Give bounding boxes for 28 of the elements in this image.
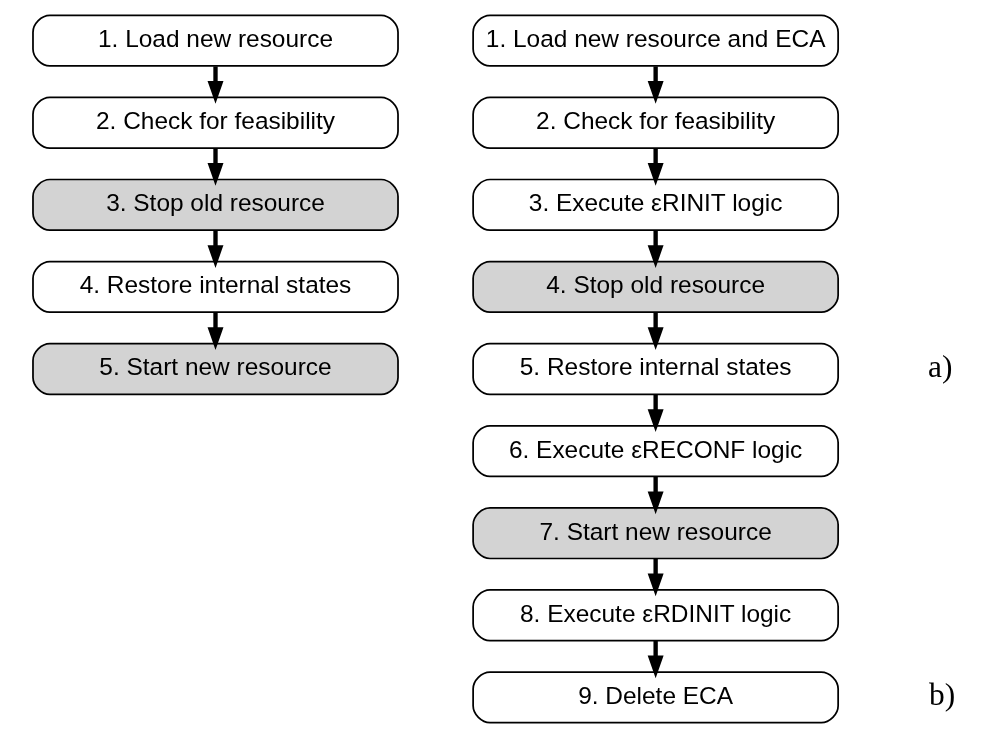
arrow — [647, 312, 664, 350]
node-box: 9. Delete ECA — [471, 671, 839, 724]
node-box: 8. Execute εRDINIT logic — [471, 589, 839, 642]
node-box: 3. Stop old resource — [31, 178, 399, 232]
node-box: 7. Start new resource — [471, 506, 839, 560]
node-box: 4. Restore internal states — [31, 260, 399, 314]
node-box: 2. Check for feasibility — [471, 96, 839, 149]
node-box: 5. Start new resource — [31, 342, 399, 396]
arrow — [647, 394, 664, 433]
arrow — [207, 66, 223, 104]
arrow — [647, 148, 664, 186]
arrow — [647, 558, 664, 597]
node-box: 1. Load new resource and ECA — [471, 14, 839, 67]
arrow — [647, 66, 664, 104]
arrow — [207, 312, 223, 350]
label: a) — [927, 348, 953, 384]
arrow — [647, 641, 664, 679]
node-box: 3. Execute εRINIT logic — [471, 178, 839, 232]
arrow — [647, 476, 664, 515]
node-box: 5. Restore internal states — [471, 342, 839, 396]
node-box: 1. Load new resource — [31, 14, 399, 67]
arrow — [207, 148, 223, 186]
arrow — [207, 230, 223, 268]
label: b) — [928, 677, 955, 713]
node-box: 6. Execute εRECONF logic — [471, 424, 839, 478]
arrow — [647, 230, 664, 268]
node-box: 4. Stop old resource — [471, 260, 839, 314]
node-box: 2. Check for feasibility — [31, 96, 399, 149]
